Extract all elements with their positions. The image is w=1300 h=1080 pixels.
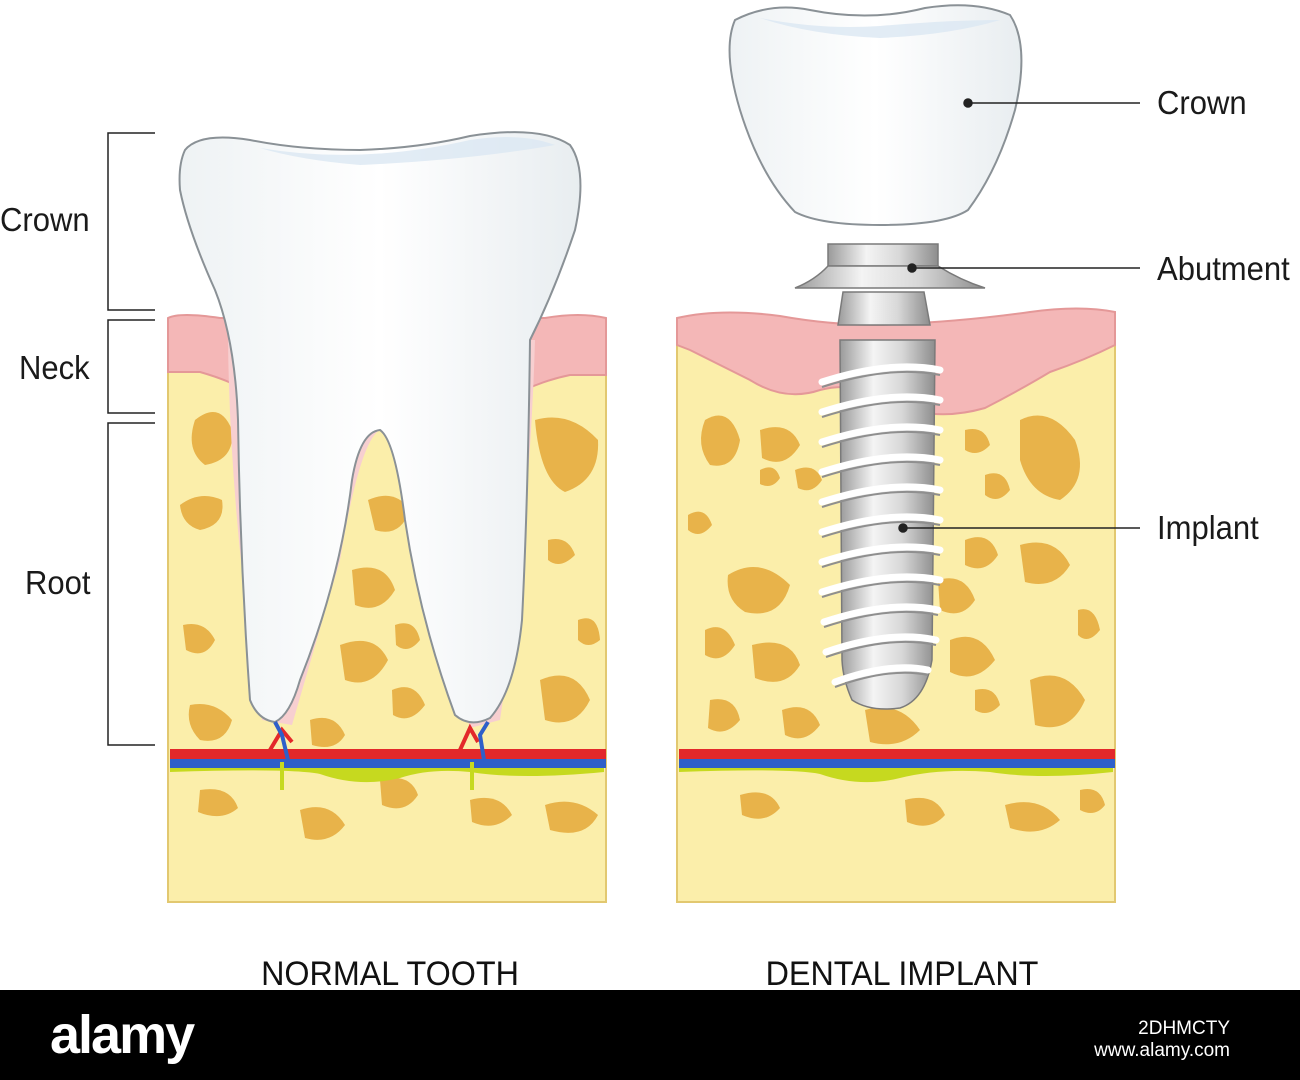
natural-tooth	[178, 131, 582, 724]
bone-pores-left	[180, 412, 600, 840]
stock-site-url: www.alamy.com	[1094, 1039, 1230, 1061]
nerve-right	[679, 768, 1113, 783]
nerve-left	[170, 768, 604, 783]
normal-tooth-panel	[107, 131, 607, 903]
label-crown-implant: Crown	[1157, 84, 1247, 121]
bone-pores-right	[688, 415, 1105, 832]
artery-right	[679, 749, 1115, 759]
vein-right	[679, 759, 1115, 768]
stock-image-info: 2DHMCTY www.alamy.com	[1094, 1018, 1230, 1062]
stock-image-id: 2DHMCTY	[1138, 1018, 1230, 1039]
caption-normal-tooth: NORMAL TOOTH	[261, 955, 519, 993]
screw-threads	[818, 363, 944, 686]
stock-footer-bar	[0, 990, 1300, 1080]
label-abutment: Abutment	[1157, 250, 1290, 287]
neck-bracket	[107, 319, 155, 414]
crown-bracket	[107, 132, 155, 311]
leader-lines	[898, 98, 1140, 533]
label-implant: Implant	[1157, 509, 1259, 546]
artery-left	[170, 749, 606, 759]
dental-implant-panel	[676, 4, 1140, 903]
label-neck: Neck	[19, 349, 90, 386]
stock-brand-logo: alamy	[50, 1005, 195, 1065]
tooth-enamel-highlight	[260, 136, 555, 165]
vein-left	[170, 759, 606, 768]
implant-crown	[728, 4, 1023, 227]
dental-diagram	[107, 4, 1140, 903]
caption-dental-implant: DENTAL IMPLANT	[765, 955, 1039, 993]
label-crown-normal: Crown	[0, 201, 90, 238]
implant-crown-highlight	[760, 18, 1000, 38]
root-vessel-branches	[268, 720, 490, 790]
label-root: Root	[25, 564, 91, 601]
anatomy-brackets	[107, 132, 155, 746]
implant-screw	[818, 339, 944, 710]
abutment	[794, 243, 986, 326]
screw-thread-shadows	[821, 370, 941, 688]
root-bracket	[107, 422, 155, 746]
